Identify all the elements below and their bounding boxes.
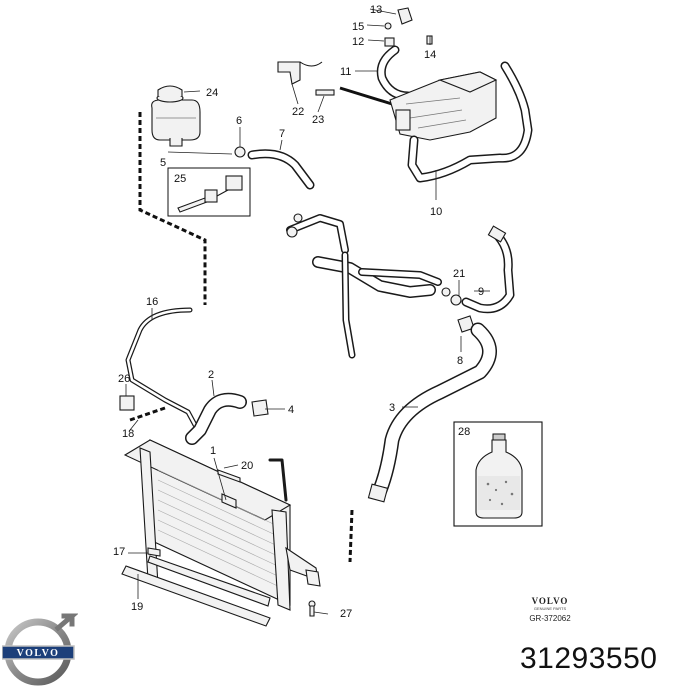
callout-5: 5	[160, 157, 166, 169]
hose-10	[407, 61, 533, 183]
bracket-22	[277, 61, 335, 96]
callout-27: 27	[340, 608, 352, 620]
callout-14: 14	[424, 49, 436, 61]
dashed-reference-lines	[129, 112, 354, 563]
volvo-iron-mark-icon: VOLVO	[2, 613, 78, 686]
callout-12: 12	[352, 36, 364, 48]
callout-17: 17	[113, 546, 125, 558]
hose-7-group	[234, 146, 315, 190]
hose-2-group	[185, 392, 269, 445]
callout-8: 8	[457, 355, 463, 367]
callout-15: 15	[352, 21, 364, 33]
hose-11-group	[339, 7, 433, 106]
callout-labels: 1 2 3 4 5 6 7 8 9 10 11 12 13 14 15 16 1…	[113, 4, 484, 620]
leader-lines	[125, 8, 490, 615]
callout-21: 21	[453, 268, 465, 280]
callout-23: 23	[312, 114, 324, 126]
drawing-code: GR-372062	[529, 614, 571, 623]
coolant-bottle-box	[453, 421, 543, 527]
callout-24: 24	[206, 87, 218, 99]
callout-4: 4	[288, 404, 294, 416]
callout-1: 1	[210, 445, 216, 457]
engine-housing	[389, 71, 498, 141]
hose-9	[461, 225, 515, 314]
callout-13: 13	[370, 4, 382, 16]
callout-9: 9	[478, 286, 484, 298]
part-number: 31293550	[520, 642, 658, 675]
callout-3: 3	[389, 402, 395, 414]
callout-10: 10	[430, 206, 442, 218]
logo-wordmark: VOLVO	[17, 648, 60, 659]
callout-26: 26	[118, 373, 130, 385]
callout-7: 7	[279, 128, 285, 140]
callout-22: 22	[292, 106, 304, 118]
brand-block: VOLVO GENUINE PARTS GR-372062	[510, 596, 590, 623]
hose-3-group	[367, 315, 497, 503]
lower-brackets	[121, 547, 316, 627]
brand-subtitle: GENUINE PARTS	[533, 606, 567, 611]
coolant-pipe-assembly	[286, 213, 462, 359]
callout-16: 16	[146, 296, 158, 308]
expansion-tank	[151, 85, 201, 147]
radiator	[123, 439, 321, 611]
brand-wordmark: VOLVO	[531, 596, 569, 606]
grommet-26	[119, 395, 135, 411]
callout-2: 2	[208, 369, 214, 381]
sensor-box	[167, 167, 251, 217]
callout-20: 20	[241, 460, 253, 472]
callout-28: 28	[458, 426, 470, 438]
callout-19: 19	[131, 601, 143, 613]
callout-11: 11	[340, 66, 351, 78]
callout-6: 6	[236, 115, 242, 127]
callout-18: 18	[122, 428, 134, 440]
hose-16	[125, 307, 198, 428]
callout-25: 25	[174, 173, 186, 185]
